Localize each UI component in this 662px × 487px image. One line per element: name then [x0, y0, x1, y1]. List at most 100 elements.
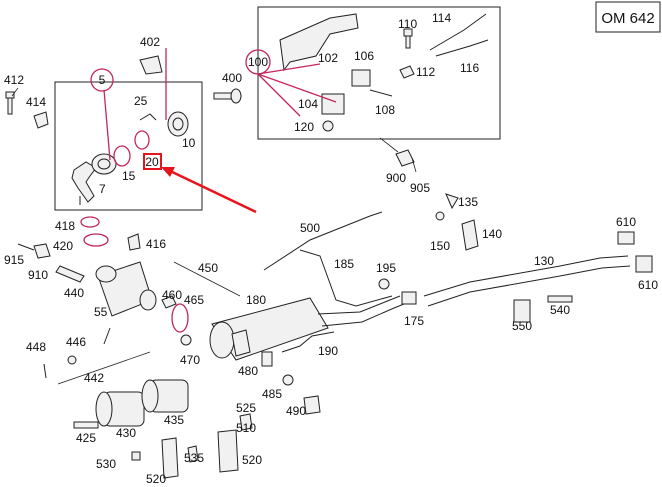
sensor-915 [33, 243, 51, 259]
callout-535[interactable]: 535 [184, 451, 204, 465]
hanger-550 [513, 299, 531, 323]
group-5-circle[interactable] [90, 68, 114, 92]
nut-530 [131, 451, 141, 461]
bracket-490 [303, 395, 321, 415]
part-195 [378, 278, 390, 290]
callout-430[interactable]: 430 [116, 426, 136, 440]
tailpipe-130 [423, 255, 629, 297]
callout-110[interactable]: 110 [398, 17, 417, 31]
bolt-470 [180, 334, 192, 346]
sensor-106 [351, 69, 371, 87]
bolt-485 [282, 374, 294, 386]
line-108 [369, 89, 393, 97]
callout-442[interactable]: 442 [84, 371, 104, 385]
catalytic-converter-440 [95, 261, 157, 317]
callout-905[interactable]: 905 [410, 181, 430, 195]
callout-440[interactable]: 440 [64, 286, 84, 300]
callout-418[interactable]: 418 [55, 219, 75, 233]
callout-402[interactable]: 402 [140, 35, 160, 49]
clamp-610-top [617, 231, 635, 245]
bolt-110 [403, 28, 413, 49]
group-100-label: 100 [248, 55, 268, 69]
callout-10[interactable]: 10 [182, 136, 196, 150]
callout-104[interactable]: 104 [298, 97, 318, 111]
callout-106[interactable]: 106 [354, 49, 374, 63]
callout-7[interactable]: 7 [99, 182, 106, 196]
cable-450 [173, 261, 241, 297]
callout-112[interactable]: 112 [416, 65, 435, 79]
callout-416[interactable]: 416 [146, 237, 166, 251]
bolt-525 [239, 413, 253, 431]
callout-400[interactable]: 400 [222, 71, 242, 85]
bracket-480 [231, 329, 251, 357]
gasket-15 [113, 145, 131, 167]
callout-120[interactable]: 120 [294, 120, 314, 134]
callout-130[interactable]: 130 [534, 254, 554, 268]
callout-910[interactable]: 910 [28, 268, 48, 282]
highlight-arrowhead [161, 167, 175, 177]
callout-412[interactable]: 412 [4, 73, 24, 87]
callout-900[interactable]: 900 [386, 171, 406, 185]
highlight-label-20: 20 [145, 155, 159, 169]
callout-25[interactable]: 25 [134, 94, 148, 108]
callout-446[interactable]: 446 [66, 335, 86, 349]
callout-520-left[interactable]: 520 [146, 472, 166, 486]
callout-530[interactable]: 530 [96, 457, 116, 471]
bolt-535 [187, 445, 199, 463]
bracket-102 [279, 13, 359, 72]
highlight-arrow [167, 168, 257, 214]
highlight-box-20[interactable] [143, 153, 162, 170]
callout-135[interactable]: 135 [458, 195, 478, 209]
callout-490[interactable]: 490 [286, 404, 306, 418]
clip-460 [161, 295, 177, 309]
callout-450[interactable]: 450 [198, 261, 218, 275]
hose-116 [435, 39, 489, 57]
callout-108[interactable]: 108 [375, 103, 395, 117]
callout-420[interactable]: 420 [53, 239, 73, 253]
turbo-outlet-pipe [71, 153, 117, 205]
engine-code-box [595, 1, 661, 33]
callout-520-right[interactable]: 520 [242, 453, 262, 467]
pipe-185 [299, 249, 393, 307]
callout-465[interactable]: 465 [184, 293, 204, 307]
callout-915[interactable]: 915 [4, 253, 24, 267]
clamp-610-bottom [635, 255, 653, 273]
callout-435[interactable]: 435 [164, 413, 184, 427]
callout-485[interactable]: 485 [262, 387, 282, 401]
callout-175[interactable]: 175 [404, 314, 424, 328]
callout-15[interactable]: 15 [122, 169, 136, 183]
callout-525[interactable]: 525 [236, 401, 256, 415]
callout-414[interactable]: 414 [26, 95, 46, 109]
callout-185[interactable]: 185 [334, 257, 354, 271]
callout-190[interactable]: 190 [318, 344, 338, 358]
callout-195[interactable]: 195 [376, 261, 396, 275]
leader-lines [11, 48, 417, 173]
callout-425[interactable]: 425 [76, 431, 96, 445]
line-190 [281, 331, 335, 353]
bracket-520-left [161, 437, 179, 479]
callout-610-top[interactable]: 610 [616, 215, 636, 229]
callout-550[interactable]: 550 [512, 319, 532, 333]
callout-460[interactable]: 460 [162, 288, 182, 302]
clip-414 [33, 111, 49, 129]
gasket-10 [134, 130, 150, 150]
callout-116[interactable]: 116 [460, 61, 479, 75]
callout-448[interactable]: 448 [26, 340, 46, 354]
callout-114[interactable]: 114 [432, 11, 451, 25]
callout-480[interactable]: 480 [238, 364, 258, 378]
bolt-425 [73, 421, 99, 429]
plate-480 [261, 351, 273, 367]
gasket-465 [171, 303, 189, 333]
callout-510[interactable]: 510 [236, 421, 256, 435]
callout-150[interactable]: 150 [430, 239, 450, 253]
clamp-135 [445, 193, 459, 210]
callout-500[interactable]: 500 [300, 221, 320, 235]
callout-540[interactable]: 540 [550, 303, 570, 317]
callout-140[interactable]: 140 [482, 227, 502, 241]
callout-470[interactable]: 470 [180, 353, 200, 367]
callout-180[interactable]: 180 [246, 293, 266, 307]
callout-610-bottom[interactable]: 610 [638, 278, 658, 292]
callout-102[interactable]: 102 [318, 51, 338, 65]
callout-55[interactable]: 55 [94, 305, 108, 319]
